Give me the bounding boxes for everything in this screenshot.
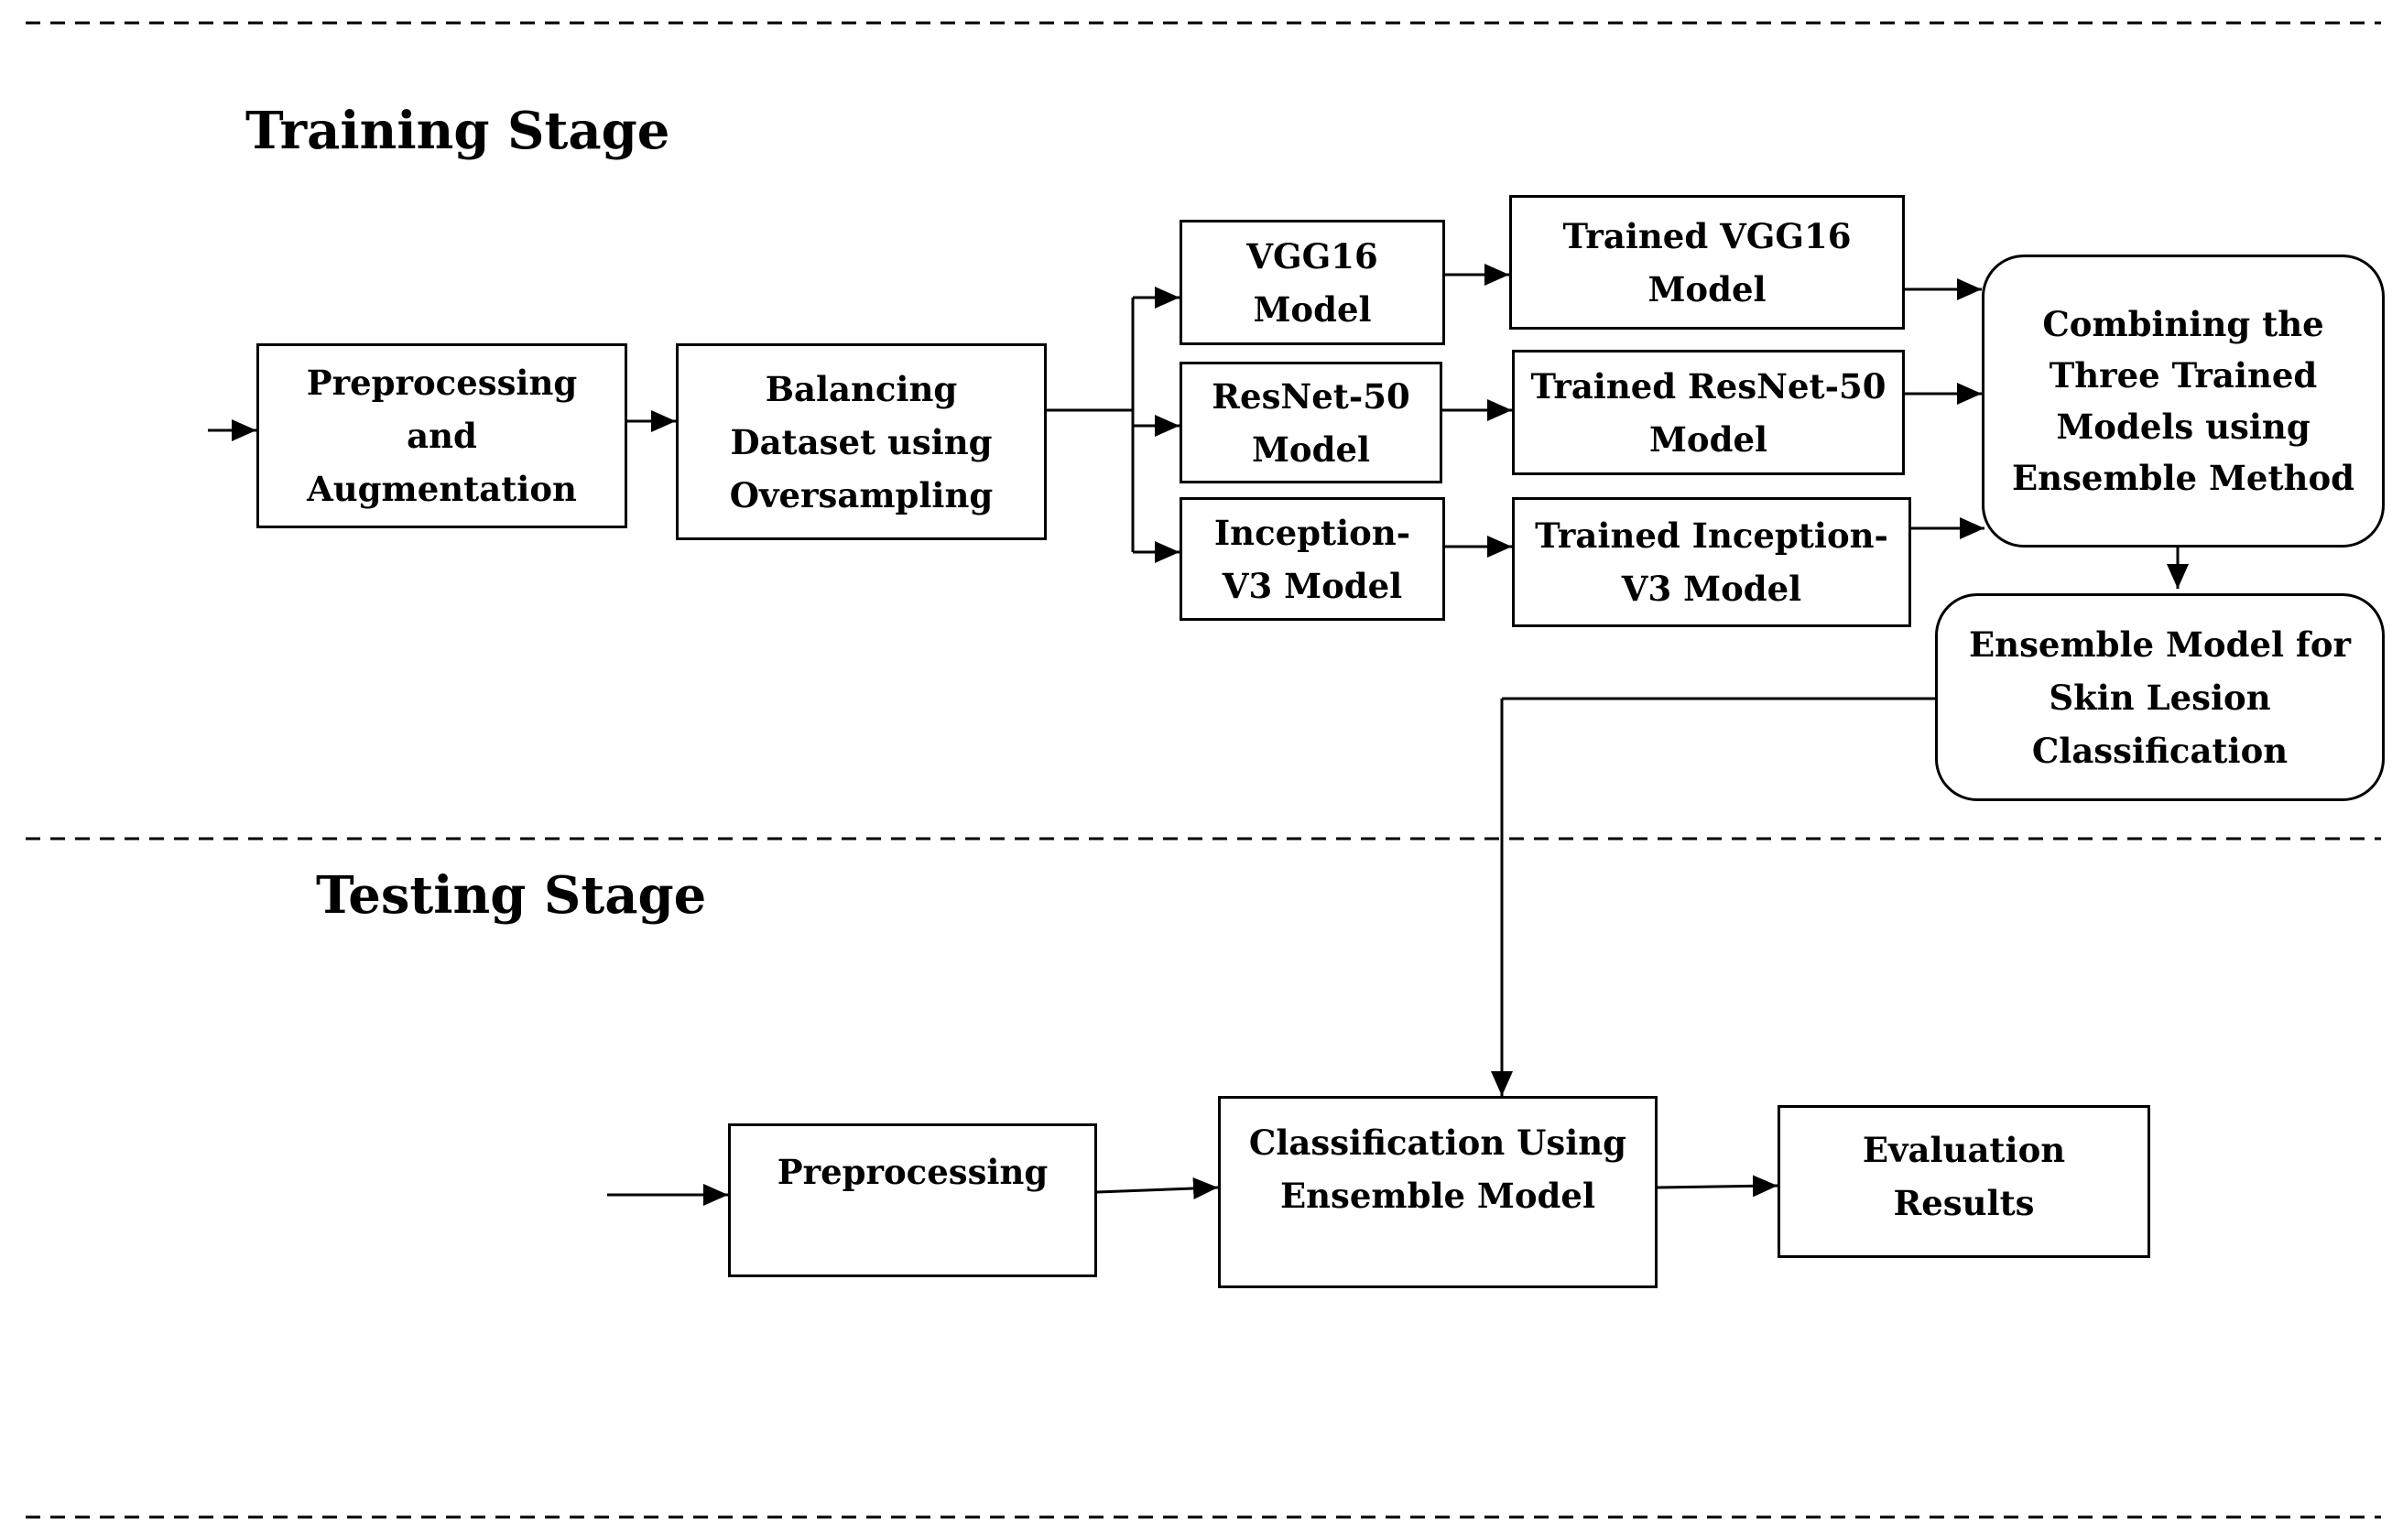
inception-v3-model-box: Inception- V3 Model <box>1180 497 1445 621</box>
testing-preprocessing-box: Preprocessing <box>728 1123 1097 1277</box>
combining-ensemble-box: Combining the Three Trained Models using… <box>1982 255 2385 548</box>
classification-ensemble-box: Classification Using Ensemble Model <box>1218 1096 1658 1288</box>
preprocessing-to-classification-arrow <box>1096 1177 1219 1200</box>
preprocessing-augmentation-box: Preprocessing and Augmentation <box>256 343 627 528</box>
classification-to-evaluation-arrow <box>1657 1175 1778 1198</box>
evaluation-results-box: Evaluation Results <box>1778 1105 2150 1258</box>
ensemble-model-box: Ensemble Model for Skin Lesion Classific… <box>1935 593 2385 801</box>
trained-inception-v3-box: Trained Inception- V3 Model <box>1512 497 1911 627</box>
trained-vgg16-box: Trained VGG16 Model <box>1509 195 1905 330</box>
balancing-dataset-box: Balancing Dataset using Oversampling <box>676 343 1047 540</box>
testing-stage-title: Testing Stage <box>316 865 707 926</box>
resnet50-model-box: ResNet-50 Model <box>1180 362 1442 483</box>
trained-resnet50-box: Trained ResNet-50 Model <box>1512 350 1905 475</box>
vgg16-model-box: VGG16 Model <box>1180 220 1445 345</box>
training-stage-title: Training Stage <box>245 101 670 161</box>
